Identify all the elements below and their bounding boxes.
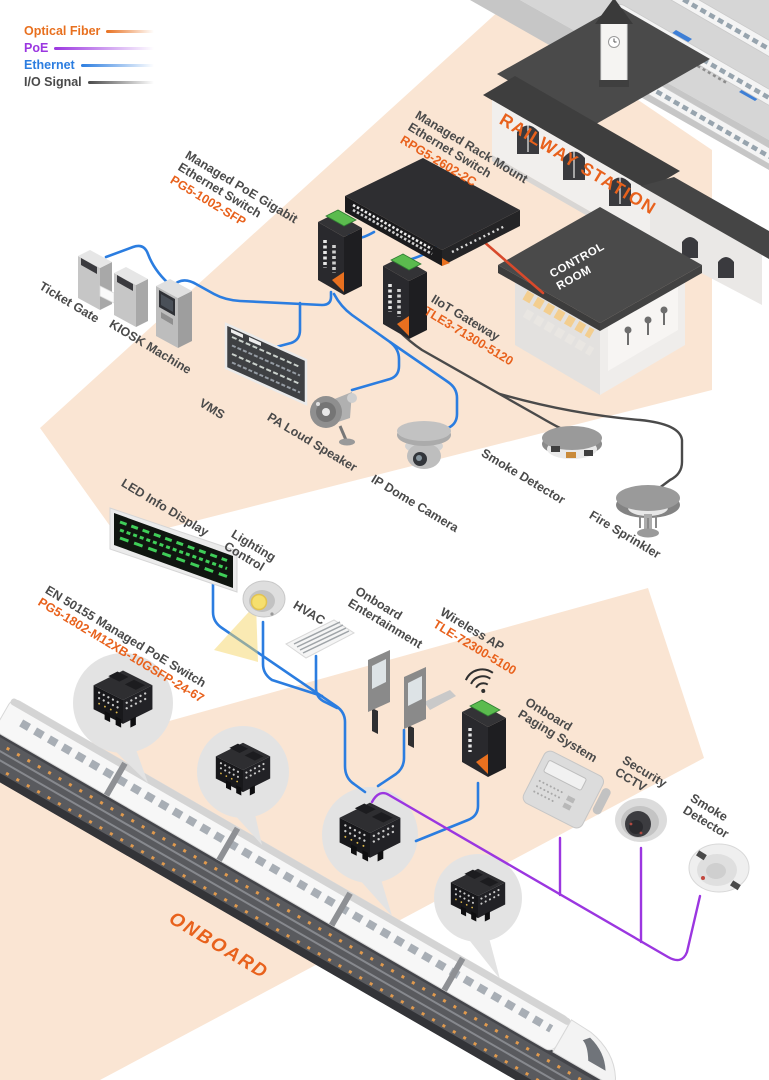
optical-fiber-line-swatch bbox=[106, 29, 154, 33]
legend-label: I/O Signal bbox=[24, 75, 82, 89]
legend: Optical Fiber PoE Ethernet I/O Signal bbox=[24, 24, 154, 92]
legend-label: PoE bbox=[24, 41, 49, 55]
poe-lines bbox=[370, 791, 702, 962]
legend-label: Ethernet bbox=[24, 58, 75, 72]
legend-item-ethernet: Ethernet bbox=[24, 58, 154, 72]
legend-label: Optical Fiber bbox=[24, 24, 101, 38]
fire-sprinkler-device bbox=[616, 485, 680, 538]
rack-switch-device bbox=[345, 158, 520, 266]
pa-speaker-device bbox=[310, 392, 357, 446]
legend-item-optical-fiber: Optical Fiber bbox=[24, 24, 154, 38]
io-signal-line-swatch bbox=[87, 80, 154, 84]
smoke-detector-station-device bbox=[542, 426, 602, 459]
poe-line-swatch bbox=[54, 46, 154, 50]
hvac-device bbox=[285, 619, 355, 659]
ticket-gate-device bbox=[78, 250, 148, 327]
security-cctv-device bbox=[615, 798, 667, 842]
wireless-ap-device bbox=[462, 668, 506, 777]
led-display-device bbox=[109, 507, 238, 593]
dome-camera-device bbox=[397, 421, 451, 469]
poe-switch-device bbox=[318, 209, 362, 295]
control-room-building bbox=[498, 207, 702, 395]
smoke-detector-onboard-device bbox=[688, 843, 750, 893]
paging-system-device bbox=[522, 750, 611, 829]
vms-device bbox=[224, 322, 308, 406]
network-lines bbox=[104, 226, 702, 962]
lighting-control-device bbox=[214, 580, 286, 662]
io-signal-lines bbox=[396, 328, 684, 491]
platform-train bbox=[663, 0, 769, 117]
iiot-gateway-device bbox=[383, 253, 427, 339]
kiosk-device bbox=[156, 279, 192, 348]
wifi-icon bbox=[464, 668, 494, 693]
legend-item-io-signal: I/O Signal bbox=[24, 75, 154, 89]
railway-station-illustration bbox=[470, 0, 769, 305]
legend-item-poe: PoE bbox=[24, 41, 154, 55]
ethernet-line-swatch bbox=[80, 63, 154, 67]
entertainment-device bbox=[368, 650, 456, 748]
train-illustration bbox=[0, 698, 636, 1080]
